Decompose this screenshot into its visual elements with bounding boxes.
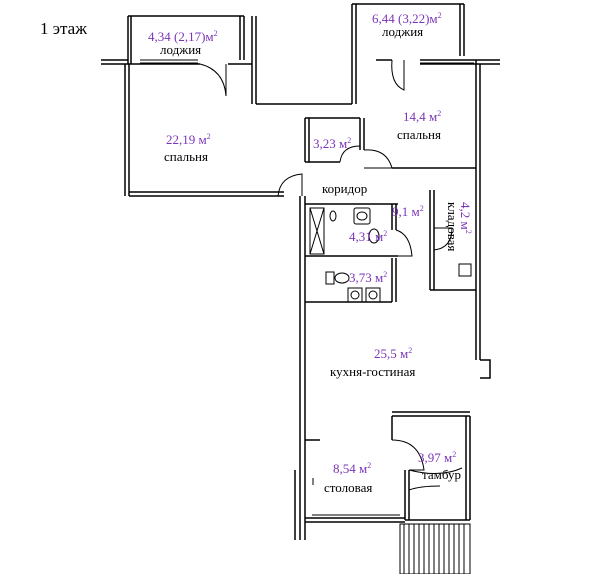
dining-bottom-wall [305,517,405,523]
bedroom-left-right-wall [251,16,257,104]
loggia-right-area: 6,44 (3,22)м2 [372,11,442,26]
door-loggia-right [391,59,405,91]
loggia-right-side-wall-right [459,4,465,56]
loggia-right-name: лоджия [382,24,424,39]
stairs-icon [399,523,471,574]
loggia-left-side-wall [127,16,132,64]
exterior-step [480,359,491,379]
door-bathroom [395,229,413,257]
vestibule-right-wall [465,416,471,520]
door-dining [408,485,441,491]
kitchen-living-area: 25,5 м2 [374,346,413,361]
dining-wall-marks [312,478,410,485]
bathtub-icon [309,207,325,255]
fixtures [309,207,472,485]
toilet-icon-2 [334,272,350,284]
loggia-left-side-wall-right [239,16,245,60]
storage-unit-icon [458,263,472,277]
sink-bowl-icon-2 [368,290,378,300]
toilet-area: 3,73 м2 [349,270,388,285]
doors [199,59,463,491]
sink-icon [353,207,371,225]
loggia-left-name: лоджия [160,42,202,57]
dining-area: 8,54 м2 [333,461,372,476]
bathroom-area: 4,31 м2 [349,229,388,244]
storage-name: кладовая [445,202,460,252]
sink-bowl-icon [356,211,368,221]
bedroom-left-area: 22,19 м2 [166,132,211,147]
vestibule-top-wall [392,411,470,417]
bedroom-left-name: спальня [164,149,208,164]
door-vestibule-inner [391,439,425,471]
dining-name: столовая [324,480,373,495]
door-storage [433,227,453,251]
vestibule-divider [404,470,410,520]
door-vestibule-outer [408,467,463,474]
loggia-left-area: 4,34 (2,17)м2 [148,29,218,44]
door-bedroom-left [277,173,303,197]
toilet-icon [368,228,380,244]
bedroom-right-area: 14,4 м2 [403,109,442,124]
washing-machine-icon [347,287,363,303]
corridor-left-wall [299,196,306,540]
storage-area: 4,2 м2 [458,202,473,234]
window-loggia-right [420,59,474,64]
wardrobe-right-wall [359,118,365,150]
windows [140,59,474,516]
wardrobe-left-wall [304,118,310,162]
wardrobe-area: 3,23 м2 [313,136,352,151]
bedroom-left-bottom-wall [129,191,284,197]
door-wardrobe [339,145,361,163]
kitchen-living-name: кухня-гостиная [330,364,416,379]
stair-treads [403,524,465,574]
toilet-right-wall [391,258,397,302]
bedroom-right-right-wall [475,60,481,360]
door-bedroom-right [363,149,393,169]
corridor-area: 9,1 м2 [392,204,424,219]
toilet-tank-icon [325,271,335,285]
vestibule-area: 3,97 м2 [418,450,457,465]
bathroom-right-wall [391,204,397,230]
bedroom-right-name: спальня [397,127,441,142]
door-loggia-left [199,63,227,97]
shower-icon [329,210,337,222]
stairs-outline [399,523,471,574]
corridor-name: коридор [322,181,368,196]
storage-left-wall [429,190,435,290]
vestibule-name: тамбур [422,467,461,482]
window-loggia-left [140,59,198,64]
bedroom-left-top-wall [101,59,200,65]
sink-icon-2 [365,287,381,303]
washing-machine-drum-icon [350,290,360,300]
loggia-right-side-wall [351,4,357,104]
bedroom-left-left-wall [124,64,130,196]
floor-label: 1 этаж [40,19,87,38]
bathtub-icon-cross [309,207,325,255]
